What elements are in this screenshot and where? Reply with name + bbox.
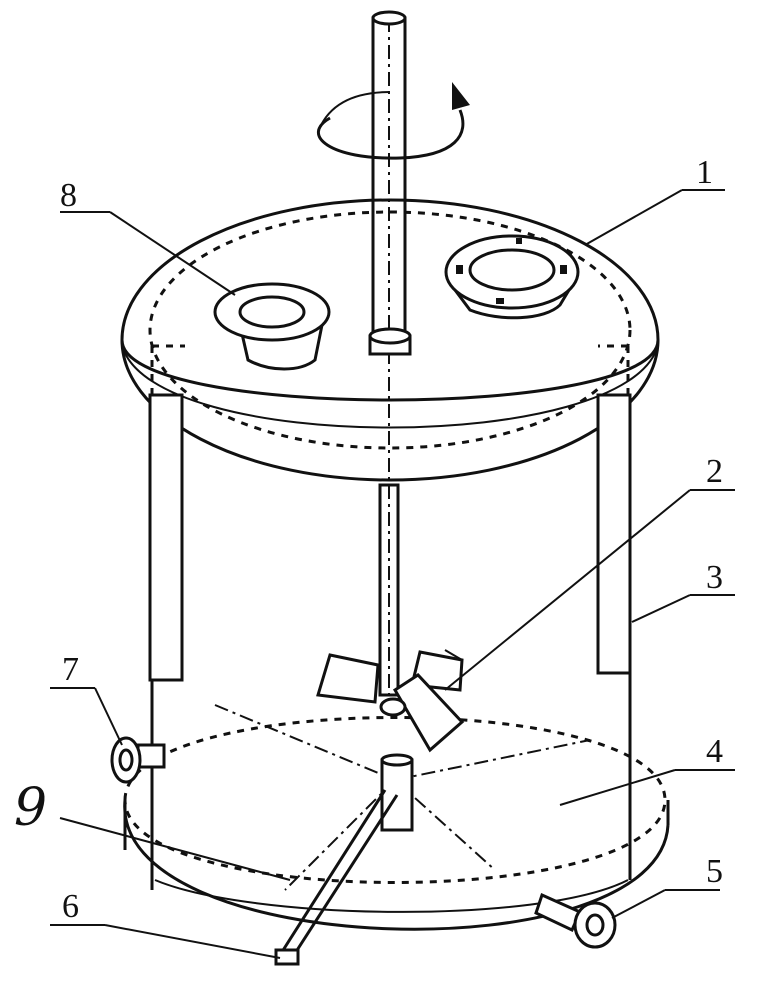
callout-4: 4 (706, 733, 723, 770)
side-port-5 (534, 892, 617, 949)
flange-port-8 (213, 282, 331, 371)
callout-5: 5 (706, 853, 723, 890)
callout-7: 7 (62, 651, 79, 688)
support-bar-left (148, 393, 184, 682)
callout-6: 6 (62, 888, 79, 925)
callout-9: 9 (14, 778, 47, 838)
callout-1: 1 (696, 154, 713, 191)
support-bar-right (596, 393, 632, 675)
shaft (371, 10, 407, 705)
center-post (380, 753, 414, 832)
side-port-7 (110, 736, 166, 784)
bottom-plate (123, 704, 670, 931)
lid (120, 198, 660, 482)
shaft-collar (368, 327, 412, 356)
impeller (316, 649, 465, 753)
flange-port-1 (444, 234, 580, 320)
callout-3: 3 (706, 559, 723, 596)
drain-pipe (278, 789, 399, 959)
callout-8: 8 (60, 177, 77, 214)
tank-wall (150, 672, 632, 890)
leader-lines (50, 189, 735, 959)
callout-2: 2 (706, 453, 723, 490)
rotation-arrow-icon (316, 82, 470, 160)
